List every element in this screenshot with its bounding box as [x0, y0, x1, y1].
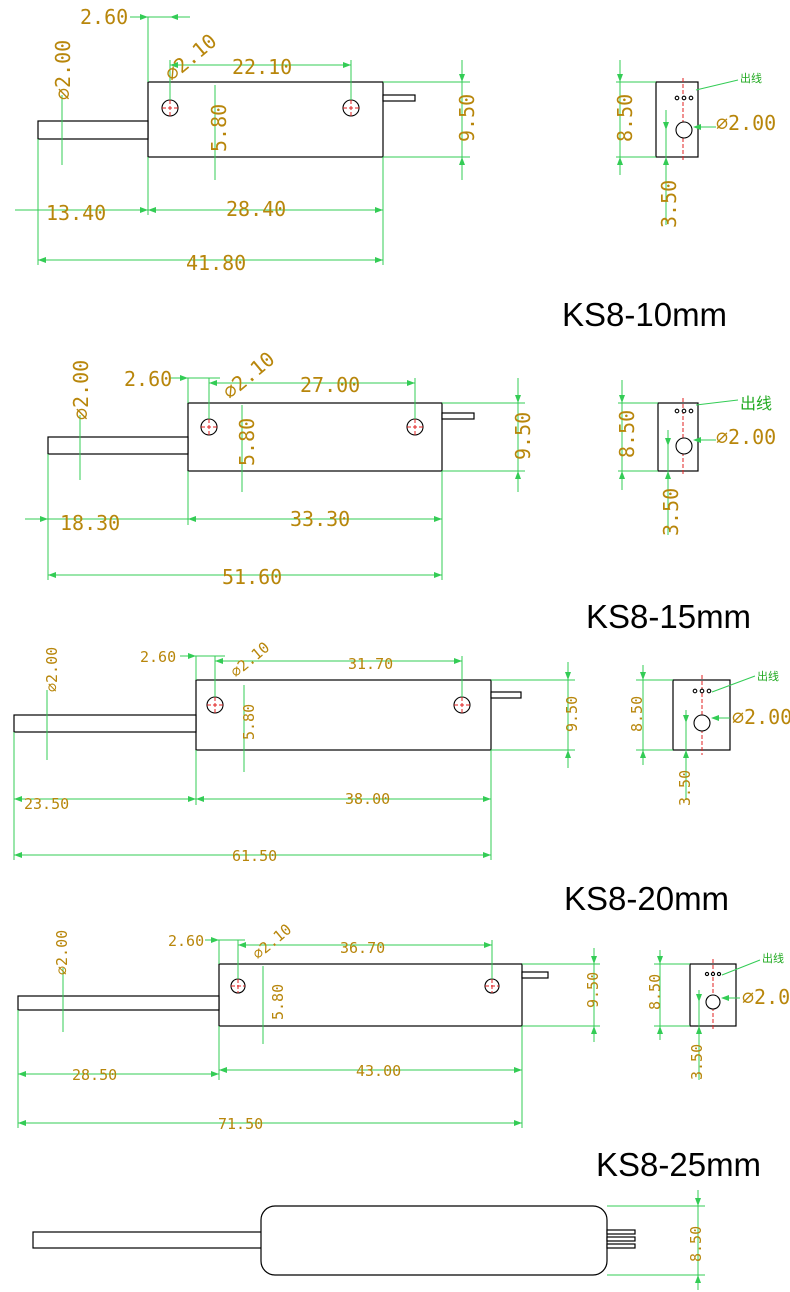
side-dim-hole-dia: ⌀2.00 [716, 111, 776, 135]
side-dim-hole-dia: ⌀2.00 [742, 985, 790, 1009]
dim-body-len: 33.30 [290, 507, 350, 531]
dim-hole-pitch: 31.70 [348, 655, 393, 673]
cylinder-shaft-outline [32, 1231, 264, 1249]
wire-outline [441, 412, 475, 420]
dim-hole-height: 5.80 [240, 704, 258, 740]
wire-outline [490, 691, 522, 699]
side-dim-height: 8.50 [613, 94, 637, 142]
side-view: 8.50 3.50 ⌀2.00 出线 [646, 950, 790, 1080]
dim-body-height: 9.50 [563, 696, 581, 732]
side-dim-hole-dia: ⌀2.00 [732, 705, 790, 729]
cylinder-wire-2 [606, 1236, 636, 1242]
dim-body-len: 43.00 [356, 1062, 401, 1080]
dim-offset: 2.60 [80, 5, 128, 29]
dimension-lines [13, 653, 575, 860]
model-title: KS8-10mm [562, 296, 727, 333]
dim-hole-dia: ⌀2.10 [227, 638, 273, 681]
shaft-outline [17, 995, 220, 1011]
body-outline [218, 963, 523, 1027]
dim-shaft-len: 23.50 [24, 795, 69, 813]
cylinder-dim-diameter: 8.50 [687, 1226, 705, 1262]
body-outline [147, 81, 384, 158]
dim-total-len: 51.60 [222, 565, 282, 589]
side-view: 8.50 3.50 ⌀2.00 出线 [613, 60, 776, 228]
dim-total-len: 61.50 [232, 847, 277, 865]
side-dim-height: 8.50 [628, 696, 646, 732]
dim-shaft-dia: ⌀2.00 [43, 647, 61, 692]
dim-hole-dia: ⌀2.10 [218, 347, 280, 404]
body-outline [187, 402, 443, 472]
wire-exit-label: 出线 [740, 394, 772, 413]
dim-hole-dia: ⌀2.10 [249, 920, 295, 963]
dim-total-len: 71.50 [218, 1115, 263, 1133]
dim-body-len: 38.00 [345, 790, 390, 808]
dim-total-len: 41.80 [186, 251, 246, 275]
side-dim-hole-pos: 3.50 [657, 180, 681, 228]
shaft-outline [47, 436, 189, 455]
dim-hole-height: 5.80 [207, 104, 231, 152]
side-view: 8.50 3.50 ⌀2.00 出线 [615, 380, 776, 536]
dim-body-height: 9.50 [455, 94, 479, 142]
side-dim-hole-dia: ⌀2.00 [716, 425, 776, 449]
dim-shaft-len: 28.50 [72, 1066, 117, 1084]
dim-offset: 2.60 [168, 932, 204, 950]
dimension-lines [25, 375, 525, 580]
cylinder-body-outline [260, 1205, 608, 1276]
dim-hole-pitch: 36.70 [340, 939, 385, 957]
dim-shaft-dia: ⌀2.00 [51, 40, 75, 100]
model-title: KS8-15mm [586, 598, 751, 635]
dimension-lines [17, 937, 600, 1128]
dim-offset: 2.60 [124, 367, 172, 391]
dim-body-height: 9.50 [584, 972, 602, 1008]
dim-hole-height: 5.80 [269, 984, 287, 1020]
model-ks8-15: 2.60 27.00 ⌀2.10 ⌀2.00 5.80 9.50 18.30 3… [25, 347, 776, 635]
dim-body-len: 28.40 [226, 197, 286, 221]
wire-exit-label: 出线 [757, 669, 779, 683]
side-dim-hole-pos: 3.50 [659, 488, 683, 536]
model-ks8-25: 2.60 36.70 ⌀2.10 ⌀2.00 5.80 9.50 28.50 4… [17, 920, 790, 1183]
dim-shaft-len: 18.30 [60, 511, 120, 535]
shaft-outline [37, 120, 149, 140]
dim-body-height: 9.50 [511, 412, 535, 460]
dim-shaft-dia: ⌀2.00 [69, 360, 93, 420]
side-dim-height: 8.50 [646, 974, 664, 1010]
side-dim-hole-pos: 3.50 [676, 770, 694, 806]
side-dim-hole-pos: 3.50 [688, 1044, 706, 1080]
model-ks8-10: 2.60 22.10 ⌀2.10 ⌀2.00 5.80 9.50 13.40 2… [15, 5, 776, 333]
shaft-outline [13, 714, 197, 733]
cylinder-wire-1 [606, 1229, 636, 1235]
dim-shaft-dia: ⌀2.00 [53, 930, 71, 975]
side-dim-height: 8.50 [615, 410, 639, 458]
dimension-lines [15, 14, 470, 265]
dim-hole-pitch: 27.00 [300, 373, 360, 397]
model-ks8-20: 2.60 31.70 ⌀2.10 ⌀2.00 5.80 9.50 23.50 3… [13, 638, 790, 917]
wire-exit-label: 出线 [740, 71, 762, 85]
body-outline [195, 679, 492, 751]
wire-outline [521, 971, 549, 979]
dim-hole-pitch: 22.10 [232, 55, 292, 79]
dim-hole-dia: ⌀2.10 [160, 29, 222, 86]
model-title: KS8-20mm [564, 880, 729, 917]
dim-offset: 2.60 [140, 648, 176, 666]
dim-hole-height: 5.80 [235, 418, 259, 466]
dim-shaft-len: 13.40 [46, 201, 106, 225]
wire-outline [382, 94, 416, 102]
wire-exit-label: 出线 [762, 951, 784, 965]
model-title: KS8-25mm [596, 1146, 761, 1183]
cylinder-wire-3 [606, 1243, 636, 1249]
side-view: 8.50 3.50 ⌀2.00 出线 [628, 665, 790, 806]
cylinder-variant: 8.50 [32, 1190, 705, 1290]
